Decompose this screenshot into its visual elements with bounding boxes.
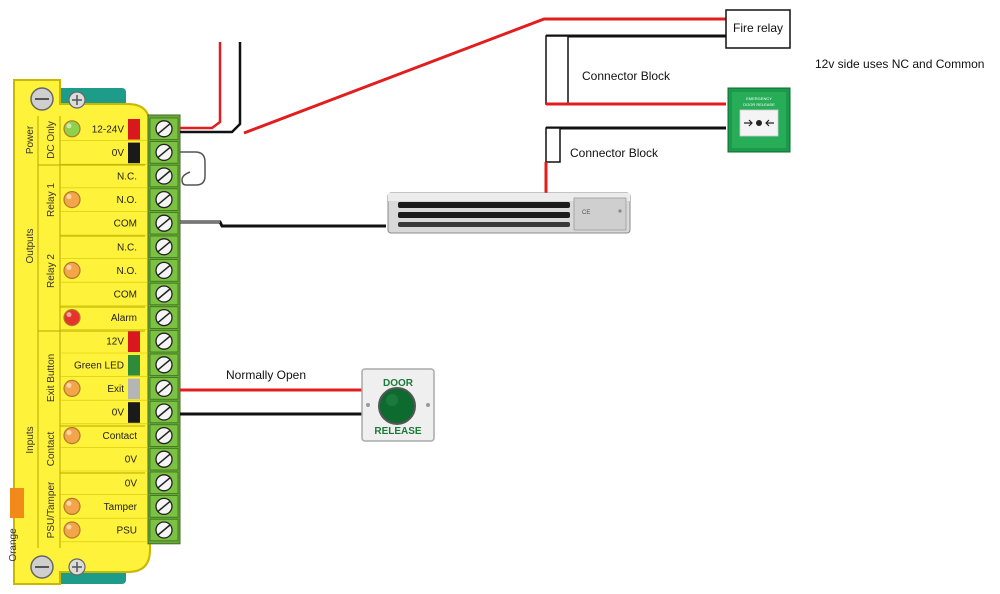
- screw-slot: [157, 406, 171, 418]
- screw-slot: [157, 524, 171, 536]
- wire-red-power: [180, 42, 222, 130]
- screw-slot: [157, 288, 171, 300]
- terminal-label: COM: [114, 219, 137, 230]
- screw-slot: [157, 312, 171, 324]
- red-led-icon: [63, 309, 81, 327]
- screw-icon: [68, 558, 86, 576]
- terminal-label: Exit: [107, 384, 124, 395]
- screw-slot: [157, 146, 171, 158]
- terminal-label: N.O.: [116, 195, 137, 206]
- terminal-label: 0V: [125, 478, 138, 489]
- side-label: Orange: [8, 528, 19, 562]
- wire-black-power: [180, 42, 242, 134]
- group-dc-only: DC Only: [46, 121, 57, 159]
- wire-red-fire: [243, 17, 726, 135]
- terminal-label: N.O.: [116, 266, 137, 277]
- screw-slot: [157, 217, 171, 229]
- maglock: CE: [387, 192, 631, 234]
- screw-slot: [157, 453, 171, 465]
- led-highlight: [66, 264, 72, 270]
- led-highlight: [66, 382, 72, 388]
- screw-slot: [157, 382, 171, 394]
- group-outputs: Outputs: [25, 228, 36, 263]
- orange-led-icon: [63, 497, 81, 515]
- wire-color-tab: [128, 142, 140, 164]
- group-relay2: Relay 2: [46, 254, 57, 288]
- callpoint-line2: DOOR RELEASE: [743, 102, 775, 107]
- wire-loop: [180, 151, 206, 186]
- terminal-label: 0V: [112, 408, 125, 419]
- screw-slot: [157, 477, 171, 489]
- orange-led-icon: [63, 521, 81, 539]
- group-inputs: Inputs: [25, 426, 36, 453]
- terminal-label: 12V: [106, 337, 124, 348]
- screw-slot: [157, 123, 171, 135]
- terminal-label: PSU: [116, 526, 137, 537]
- wire-color-tab: [128, 355, 140, 376]
- wire-color-tab: [128, 378, 140, 400]
- led-highlight: [66, 194, 72, 200]
- green-led-icon: [63, 120, 81, 138]
- door-release-button: DOOR RELEASE: [361, 368, 435, 442]
- terminal-label: 0V: [112, 148, 125, 159]
- connector-block-1: [545, 35, 569, 105]
- callpoint-line1: EMERGENCY: [746, 96, 772, 101]
- screw-slot: [157, 335, 171, 347]
- terminal-label: Green LED: [74, 360, 124, 371]
- normally-open-label: Normally Open: [226, 368, 306, 382]
- screw-slot: [157, 170, 171, 182]
- group-exit-button: Exit Button: [46, 354, 57, 402]
- orange-tab: [10, 488, 24, 518]
- terminal-label: 12-24V: [92, 124, 125, 135]
- connector-block-label-1: Connector Block: [582, 69, 671, 83]
- screw-icon: [68, 91, 86, 109]
- wire-color-tab: [128, 331, 140, 352]
- fire-relay-box: [725, 9, 791, 49]
- screw-slot: [157, 241, 171, 253]
- door-release-line1: DOOR: [383, 378, 414, 389]
- connector-block-label-2: Connector Block: [570, 146, 659, 160]
- terminal-label: COM: [114, 290, 137, 301]
- terminal-label: Alarm: [111, 313, 137, 324]
- door-release-line2: RELEASE: [374, 426, 422, 437]
- terminal-label: Contact: [103, 431, 138, 442]
- orange-led-icon: [63, 191, 81, 209]
- screw-slot: [157, 359, 171, 371]
- group-contact: Contact: [46, 432, 57, 467]
- group-power: Power: [25, 125, 36, 154]
- terminal-label: 0V: [125, 455, 138, 466]
- orange-led-icon: [63, 427, 81, 445]
- wire-color-tab: [128, 402, 140, 423]
- terminal-label: Tamper: [104, 502, 138, 513]
- screw-icon: [30, 87, 54, 111]
- group-psu-tamper: PSU/Tamper: [46, 481, 57, 538]
- wire-color-tab: [128, 119, 140, 140]
- led-highlight: [66, 500, 72, 506]
- fire-relay-label: Fire relay: [733, 21, 783, 35]
- emergency-call-point: EMERGENCY DOOR RELEASE: [727, 87, 791, 153]
- ce-mark: CE: [582, 210, 590, 216]
- led-highlight: [66, 430, 72, 436]
- terminal-label: N.C.: [117, 242, 137, 253]
- group-relay1: Relay 1: [46, 183, 57, 217]
- screw-slot: [157, 194, 171, 206]
- note-12v: 12v side uses NC and Common: [815, 57, 984, 71]
- terminal-label: N.C.: [117, 172, 137, 183]
- terminal-strip: 12-24V 0V N.C. N.O. COM N.C. N.O. COM Alarm 12V Gr…: [60, 114, 181, 545]
- controller-body: [13, 79, 151, 585]
- screw-icon: [30, 555, 54, 579]
- screw-slot: [157, 500, 171, 512]
- screw-slot: [157, 430, 171, 442]
- led-highlight: [66, 524, 72, 530]
- orange-led-icon: [63, 379, 81, 397]
- led-highlight: [66, 123, 72, 129]
- connector-block-2: [545, 127, 561, 163]
- orange-led-icon: [63, 261, 81, 279]
- led-highlight: [66, 312, 72, 318]
- screw-slot: [157, 264, 171, 276]
